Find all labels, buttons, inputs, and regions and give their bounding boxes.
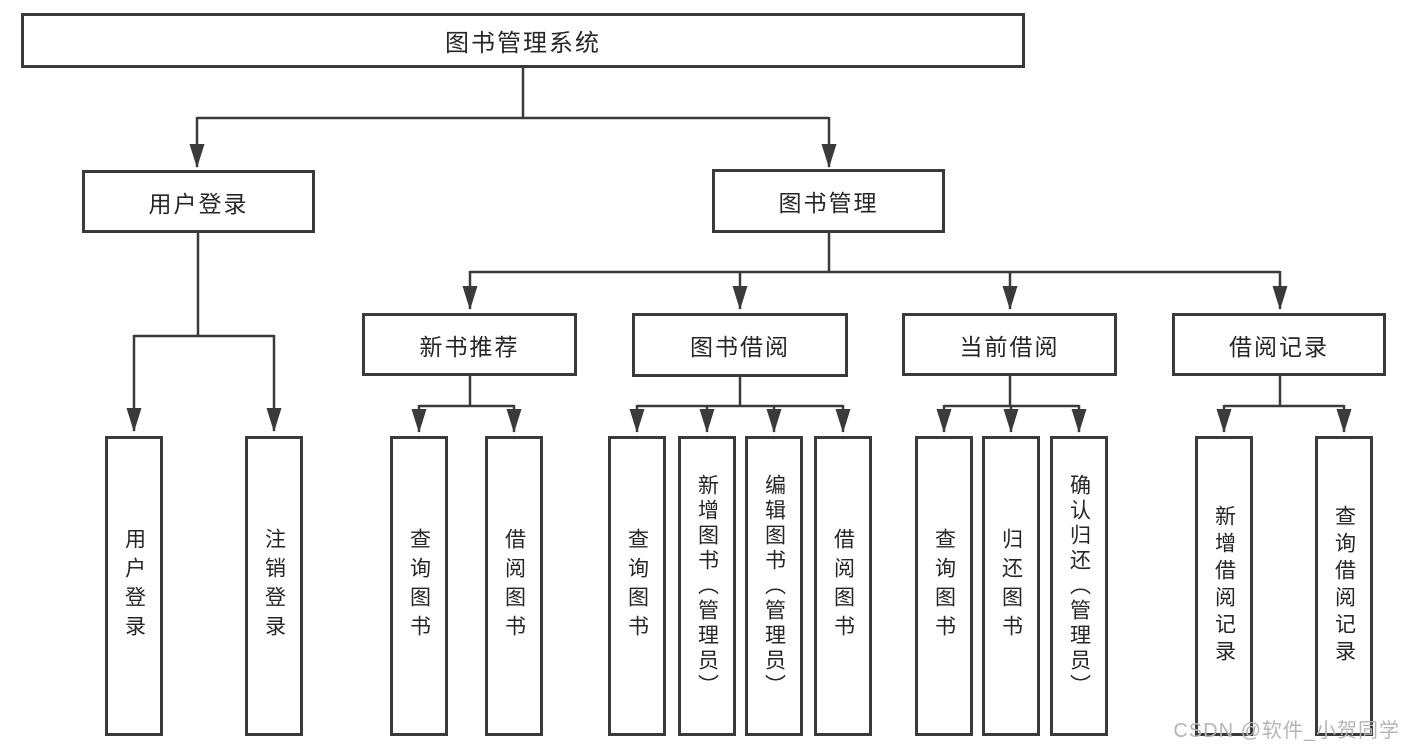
node-current-borrow: 当前借阅 bbox=[902, 313, 1117, 376]
node-confirm-return-admin: 确认归还（管理员） bbox=[1050, 436, 1108, 736]
node-user-login: 用户登录 bbox=[82, 170, 315, 233]
node-add-borrow-record: 新增借阅记录 bbox=[1195, 436, 1253, 736]
node-borrow-book-1: 借阅图书 bbox=[485, 436, 543, 736]
node-edit-book-admin: 编辑图书（管理员） bbox=[745, 436, 803, 736]
node-user-login-leaf: 用户登录 bbox=[105, 436, 163, 736]
node-add-book-admin: 新增图书（管理员） bbox=[678, 436, 736, 736]
node-book-borrow: 图书借阅 bbox=[632, 313, 848, 377]
node-query-book-3: 查询图书 bbox=[915, 436, 973, 736]
node-query-book-1: 查询图书 bbox=[390, 436, 448, 736]
node-logout-leaf: 注销登录 bbox=[245, 436, 303, 736]
node-query-borrow-record: 查询借阅记录 bbox=[1315, 436, 1373, 736]
node-borrow-book-2: 借阅图书 bbox=[814, 436, 872, 736]
node-library-management-system: 图书管理系统 bbox=[21, 13, 1025, 68]
csdn-watermark: CSDN @软件_小贺同学 bbox=[1173, 720, 1400, 742]
node-return-book: 归还图书 bbox=[982, 436, 1040, 736]
node-borrow-records: 借阅记录 bbox=[1172, 313, 1386, 376]
node-query-book-2: 查询图书 bbox=[608, 436, 666, 736]
node-new-book-recommend: 新书推荐 bbox=[362, 313, 577, 376]
node-book-management: 图书管理 bbox=[712, 169, 945, 233]
